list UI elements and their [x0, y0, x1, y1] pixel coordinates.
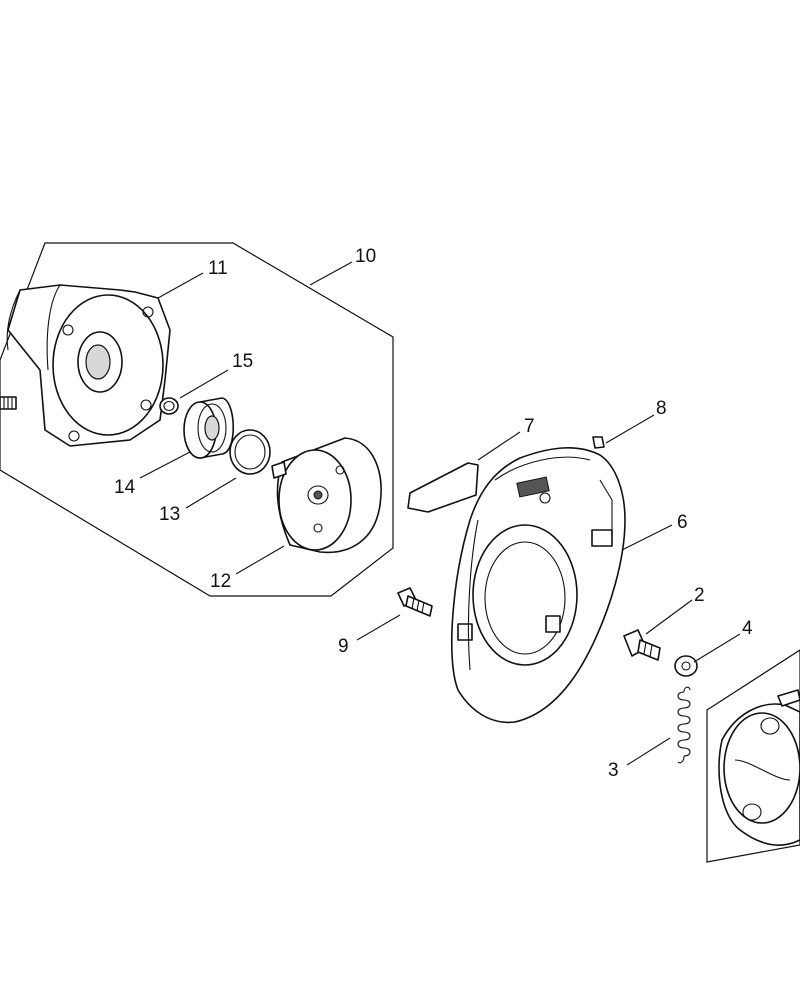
callout-12: 12: [210, 571, 231, 592]
bolt-left-edge: [0, 396, 17, 410]
part-12-clutch-drum: [271, 437, 382, 554]
part-13-circlip: [229, 429, 271, 475]
part-9-bolt: [397, 587, 433, 617]
callout-10: 10: [355, 246, 376, 267]
part-7-label: [407, 462, 479, 513]
part-2-shoulder-bolt: [623, 629, 661, 661]
callout-15: 15: [232, 351, 253, 372]
callout-4: 4: [742, 618, 753, 639]
callout-14: 14: [114, 477, 136, 498]
clutch-shoe-assembly: [718, 689, 800, 846]
part-6-fan-cover: [450, 447, 626, 724]
callout-13: 13: [159, 504, 180, 525]
part-4-washer: [674, 655, 698, 677]
part-8-pad: [592, 436, 605, 449]
callout-8: 8: [656, 398, 667, 419]
assembly-group-outline: [0, 242, 394, 597]
part-11-gear-case: [6, 284, 171, 447]
part-14-bearing: [183, 397, 235, 459]
callout-3: 3: [608, 760, 619, 781]
callout-2: 2: [694, 585, 705, 606]
part-3-spring: [677, 686, 691, 764]
clutch-group-outline: [706, 649, 800, 863]
callout-6: 6: [677, 512, 688, 533]
callout-7: 7: [524, 416, 535, 437]
callout-11: 11: [208, 258, 228, 279]
part-15-snap-ring: [159, 397, 179, 415]
callout-9: 9: [338, 636, 349, 657]
leader-lines: [139, 261, 741, 766]
